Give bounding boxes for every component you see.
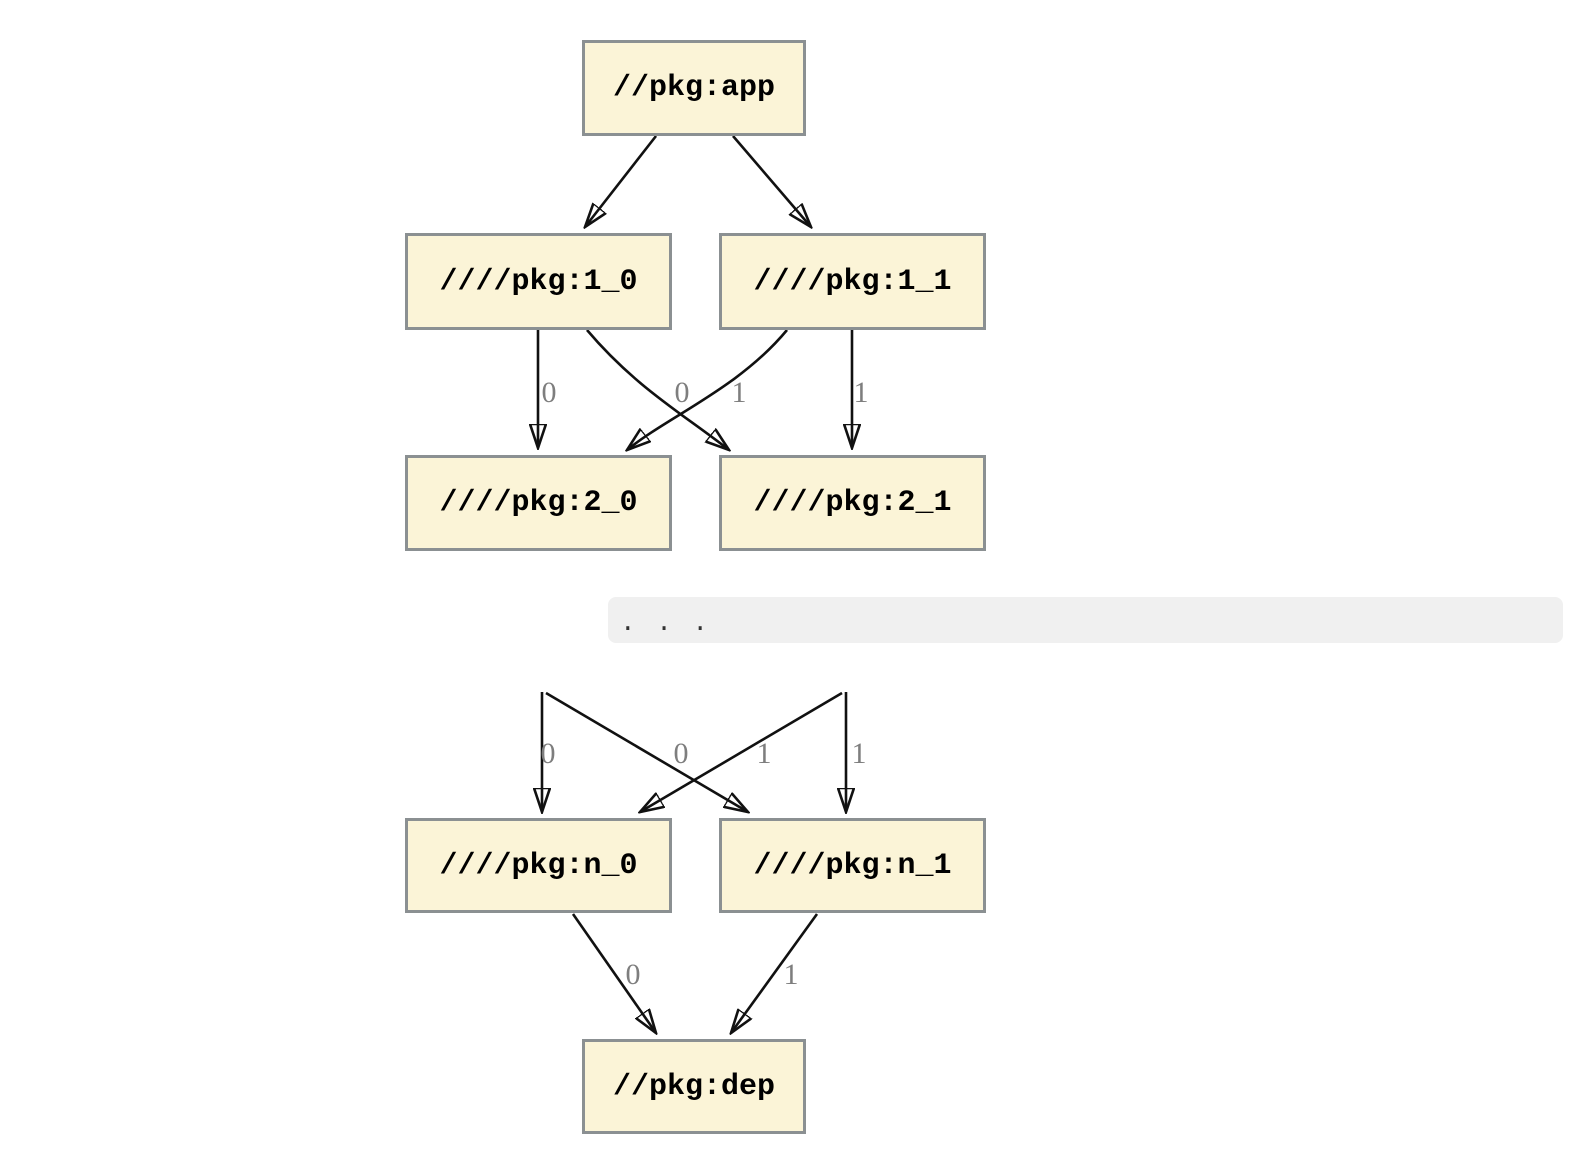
edge-label-to-n_1-straight: 1 [851,737,867,770]
node-label: ////pkg:n_0 [439,848,638,883]
node-pkg-dep: //pkg:dep [582,1039,806,1134]
edge-ellipsis-to-n_1-cross [545,691,748,812]
edge-label-1_0-to-2_0: 0 [541,376,557,409]
node-label: ////pkg:2_0 [439,486,638,520]
edge-label-to-n_1-cross: 1 [756,737,772,770]
edge-label-n_1-to-dep: 1 [783,958,799,991]
edge-n_0-to-dep [571,913,656,1033]
node-pkg-2_1: ////pkg:2_1 [719,455,986,551]
edge-label-1_1-to-2_1: 1 [853,376,869,409]
edge-n_1-to-dep [731,913,819,1033]
node-pkg-1_1: ////pkg:1_1 [719,233,986,330]
node-pkg-2_0: ////pkg:2_0 [405,455,672,551]
node-pkg-n_1: ////pkg:n_1 [719,818,986,913]
edge-label-1_1-to-2_0: 0 [674,376,690,409]
edge-label-to-n_0-straight: 0 [540,737,556,770]
edge-1_1-to-2_0 [627,329,789,450]
node-pkg-1_0: ////pkg:1_0 [405,233,672,330]
node-pkg-n_0: ////pkg:n_0 [405,818,672,913]
node-pkg-app: //pkg:app [582,40,806,136]
edge-label-1_0-to-2_1: 1 [731,376,747,409]
edge-1_0-to-2_1 [586,329,729,450]
ellipsis-code-band: . . . [608,597,1563,643]
node-label: //pkg:dep [612,1069,776,1104]
node-label: ////pkg:1_0 [439,264,638,299]
ellipsis-text: . . . [620,608,711,638]
node-label: ////pkg:1_1 [753,264,952,299]
node-label: //pkg:app [612,71,776,105]
edge-ellipsis-to-n_0-cross [640,691,843,812]
edge-label-to-n_0-cross: 0 [673,737,689,770]
edge-app-to-1_0 [585,135,658,227]
node-label: ////pkg:n_1 [753,848,952,883]
node-label: ////pkg:2_1 [753,486,952,520]
edge-app-to-1_1 [732,135,811,227]
edge-label-n_0-to-dep: 0 [625,958,641,991]
